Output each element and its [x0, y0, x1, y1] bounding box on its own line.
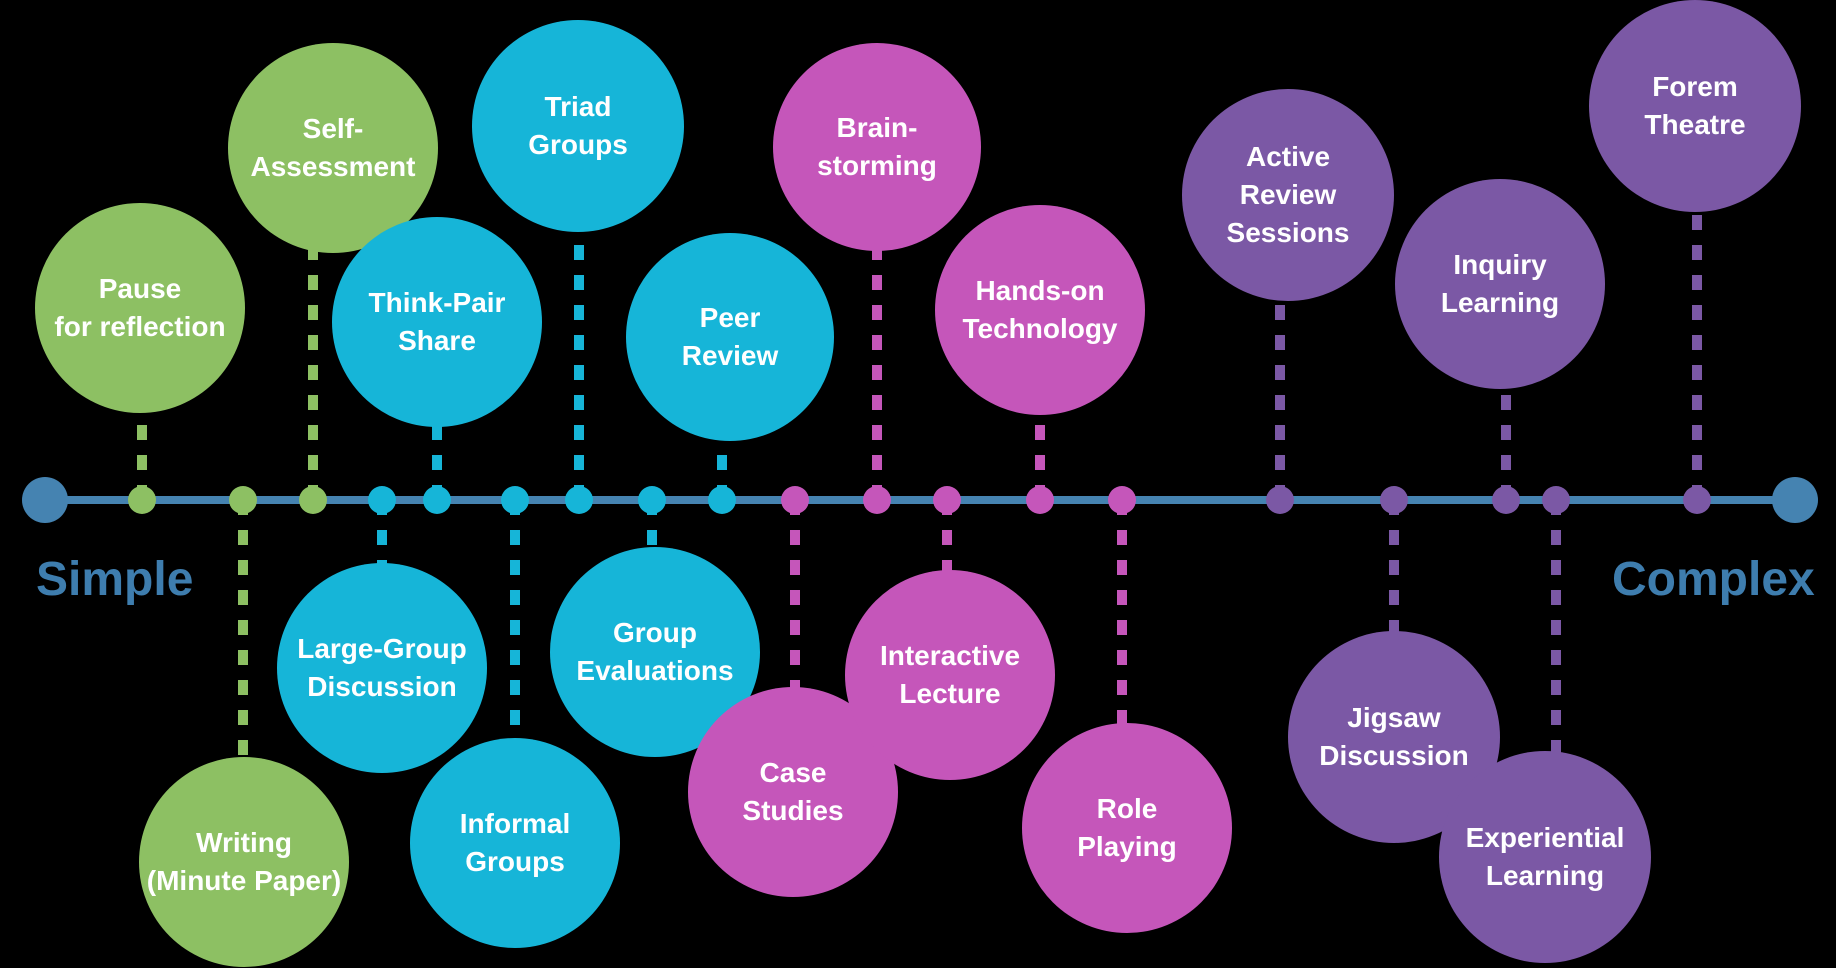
bubble-label-line: Brain-	[836, 112, 918, 143]
axis-dot-brainstorming	[863, 486, 891, 514]
bubble-label-line: Studies	[742, 795, 844, 826]
bubble-label-line: Large-Group	[297, 633, 467, 664]
axis-dot-writing-minute-paper	[229, 486, 257, 514]
bubble-label-line: Playing	[1077, 831, 1177, 862]
bubble-label-line: storming	[817, 150, 937, 181]
bubble-label-line: Lecture	[899, 678, 1001, 709]
bubble-label-line: Active	[1245, 141, 1331, 172]
bubble-label-line: Review	[681, 340, 779, 371]
bubble-label-line: Theatre	[1644, 109, 1746, 140]
bubble-label-line: (Minute Paper)	[146, 865, 342, 896]
bubble-brainstorming: Brain-storming	[773, 43, 981, 251]
bubble-label-line: for reflection	[54, 311, 226, 342]
bubble-label-line: Jigsaw	[1347, 702, 1441, 733]
bubble-label-line: Triad	[544, 91, 612, 122]
bubble-label-line: Discussion	[1319, 740, 1469, 771]
bubble-label-line: Group	[613, 617, 697, 648]
bubble-label-line: Pause	[98, 273, 182, 304]
axis-label-simple: Simple	[36, 553, 194, 606]
axis-dot-case-studies	[781, 486, 809, 514]
bubble-label-line: Learning	[1440, 287, 1560, 318]
bubble-label-line: Technology	[962, 313, 1118, 344]
bubble-label-line: Case	[759, 757, 827, 788]
bubble-label-line: Writing	[196, 827, 292, 858]
bubble-writing-minute-paper: Writing (Minute Paper)	[139, 757, 349, 967]
bubble-label-line: Share	[398, 325, 476, 356]
axis-dot-inquiry-learning	[1492, 486, 1520, 514]
bubble-label-line: Review	[1239, 179, 1337, 210]
bubble-label-line: Think-Pair	[368, 287, 506, 318]
bubble-label-line: Self-	[302, 113, 364, 144]
axis-dot-peer-review	[708, 486, 736, 514]
bubble-label-line: Role	[1096, 793, 1158, 824]
axis-dot-experiential-learning	[1542, 486, 1570, 514]
bubble-label-line: Forem	[1652, 71, 1738, 102]
axis-dot-large-group-discussion	[368, 486, 396, 514]
axis-dot-pause-for-reflection	[128, 486, 156, 514]
axis-dot-hands-on-technology	[1026, 486, 1054, 514]
bubble-label-line: Informal	[459, 808, 571, 839]
bubble-label-line: Peer	[699, 302, 761, 333]
axis-dot-group-evaluations	[638, 486, 666, 514]
bubble-pause-for-reflection: Pause for reflection	[35, 203, 245, 413]
axis-dot-active-review-sessions	[1266, 486, 1294, 514]
axis-dot-forem-theatre	[1683, 486, 1711, 514]
axis-dot-triad-groups	[565, 486, 593, 514]
bubble-label-line: Evaluations	[576, 655, 734, 686]
bubble-label-line: Sessions	[1226, 217, 1350, 248]
bubble-label-line: Learning	[1485, 860, 1605, 891]
axis-endpoint-right	[1772, 477, 1818, 523]
axis-dot-interactive-lecture	[933, 486, 961, 514]
bubble-label-line: Discussion	[307, 671, 457, 702]
axis-label-complex: Complex	[1612, 553, 1815, 606]
axis-dot-think-pair-share	[423, 486, 451, 514]
axis-dot-self-assessment	[299, 486, 327, 514]
bubble-self-assessment: Self- Assessment	[228, 43, 438, 253]
bubble-label-line: Interactive	[879, 640, 1021, 671]
axis-dot-role-playing	[1108, 486, 1136, 514]
bubble-label-line: Groups	[528, 129, 628, 160]
bubble-label-line: Experiential	[1465, 822, 1625, 853]
axis-dot-jigsaw-discussion	[1380, 486, 1408, 514]
bubble-label-line: Groups	[465, 846, 565, 877]
bubble-label-line: Assessment	[250, 151, 416, 182]
bubble-label-line: Hands-on	[975, 275, 1105, 306]
bubble-label-line: Inquiry	[1453, 249, 1547, 280]
axis-endpoint-left	[22, 477, 68, 523]
axis-dot-informal-groups	[501, 486, 529, 514]
